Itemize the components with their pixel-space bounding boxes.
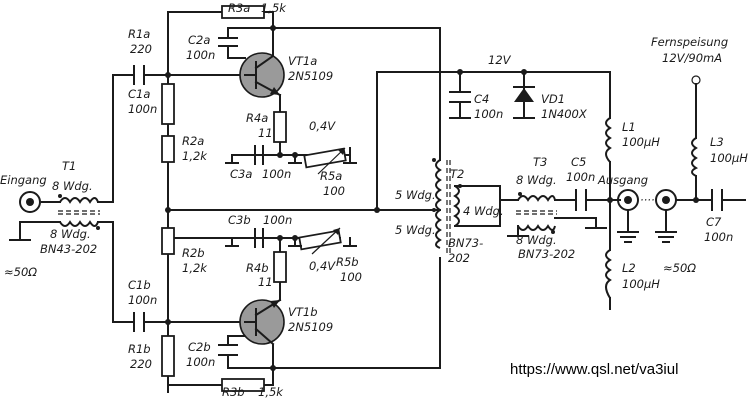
label-L2: L2 [622,261,636,275]
label-R5a: R5a [320,169,342,183]
label-R2a-value: 1,2k [182,149,208,163]
label-VT1a: VT1a [288,54,317,68]
label-remote-power: Fernspeisung [651,35,728,49]
label-L3-value: 100µH [710,151,748,165]
label-supply: 12V [488,53,512,67]
label-T3: T3 [533,155,547,169]
label-T2: T2 [450,167,464,181]
label-input: Eingang [0,173,47,187]
label-C5: C5 [571,155,586,169]
wires [19,11,746,393]
source-url: https://www.qsl.net/va3iul [510,361,679,378]
capacitors [133,37,723,356]
output-connector: ···· [617,189,677,211]
label-C7: C7 [706,215,722,229]
label-C3b-value: 100n [263,213,292,227]
label-T3-wdg2: 8 Wdg. [516,233,557,247]
label-R3b-value: 1,5k [258,385,284,399]
label-VT1b: VT1b [288,305,318,319]
junction-dots [165,25,699,371]
label-VD1: VD1 [541,92,565,106]
label-input-impedance: ≈50Ω [4,265,37,279]
transformer-t2 [432,158,462,255]
label-output-impedance: ≈50Ω [663,261,696,275]
ground-symbols [9,117,677,321]
label-C2a-value: 100n [186,48,215,62]
label-output: Ausgang [597,173,648,187]
label-voltage-b: 0,4V [309,259,336,273]
transistor-vt1b [239,298,285,346]
label-C4: C4 [474,92,489,106]
label-T1: T1 [62,159,76,173]
resistors [161,5,347,392]
label-VT1b-type: 2N5109 [288,320,333,334]
transistor-vt1a [239,52,285,98]
label-R5a-value: 100 [323,184,345,198]
label-C1b-value: 100n [128,293,157,307]
label-C3b: C3b [228,213,251,227]
label-C1a: C1a [128,87,150,101]
potentiometer-arrows [311,147,346,255]
label-T2-wdg-a: 5 Wdg. [395,188,436,202]
inductor-l1 [605,117,612,163]
label-remote-power-value: 12V/90mA [662,51,722,65]
url-background [455,310,745,400]
label-R3a-value: 1,5k [261,1,287,15]
label-R2b: R2b [182,246,205,260]
label-T1-wdg1: 8 Wdg. [52,179,93,193]
label-C2b-value: 100n [186,355,215,369]
label-C5-value: 100n [566,170,595,184]
label-T1-wdg2: 8 Wdg. [50,227,91,241]
label-L1-value: 100µH [622,135,660,149]
inductor-l2 [605,249,612,299]
label-C3a-value: 100n [262,167,291,181]
label-C1b: C1b [128,278,151,292]
label-R1b-value: 220 [130,357,152,371]
transformer-t3 [516,192,557,234]
label-R4b: R4b [246,261,269,275]
label-T1-core: BN43-202 [40,242,97,256]
label-R3a: R3a [228,1,250,15]
label-voltage-a: 0,4V [309,119,336,133]
label-VT1a-type: 2N5109 [288,69,333,83]
label-L3: L3 [710,135,724,149]
label-C3a: C3a [230,167,252,181]
svg-text:····: ···· [640,193,655,207]
label-R2a: R2a [182,134,204,148]
label-R1a-value: 220 [130,42,152,56]
label-T2-wdg-c: 4 Wdg. [463,204,504,218]
label-R2b-value: 1,2k [182,261,208,275]
label-R5b: R5b [336,255,359,269]
label-T3-core: BN73-202 [518,247,575,261]
diode-vd1 [513,86,535,102]
label-R5b-value: 100 [340,270,362,284]
label-R1a: R1a [128,27,150,41]
transformer-t1 [58,194,100,230]
label-T2-wdg-b: 5 Wdg. [395,223,436,237]
label-C4-value: 100n [474,107,503,121]
remote-power-terminal [691,75,701,85]
label-R4a-value: 11 [258,126,273,140]
label-T2-core1: BN73- [448,236,483,250]
label-C2b: C2b [188,340,211,354]
label-R4b-value: 11 [258,275,273,289]
label-R1b: R1b [128,342,151,356]
label-L2-value: 100µH [622,277,660,291]
input-connector [19,191,41,213]
label-C1a-value: 100n [128,102,157,116]
label-VD1-type: 1N400X [541,107,588,121]
label-L1: L1 [622,120,636,134]
component-labels: R3a 1,5k R1a 220 C2a 100n VT1a 2N5109 C1… [0,1,748,399]
label-C7-value: 100n [704,230,733,244]
label-R4a: R4a [246,111,268,125]
label-R3b: R3b [222,385,245,399]
label-C2a: C2a [188,33,210,47]
label-T2-core2: 202 [448,251,470,265]
label-T3-wdg1: 8 Wdg. [516,173,557,187]
inductor-l3 [691,137,699,177]
